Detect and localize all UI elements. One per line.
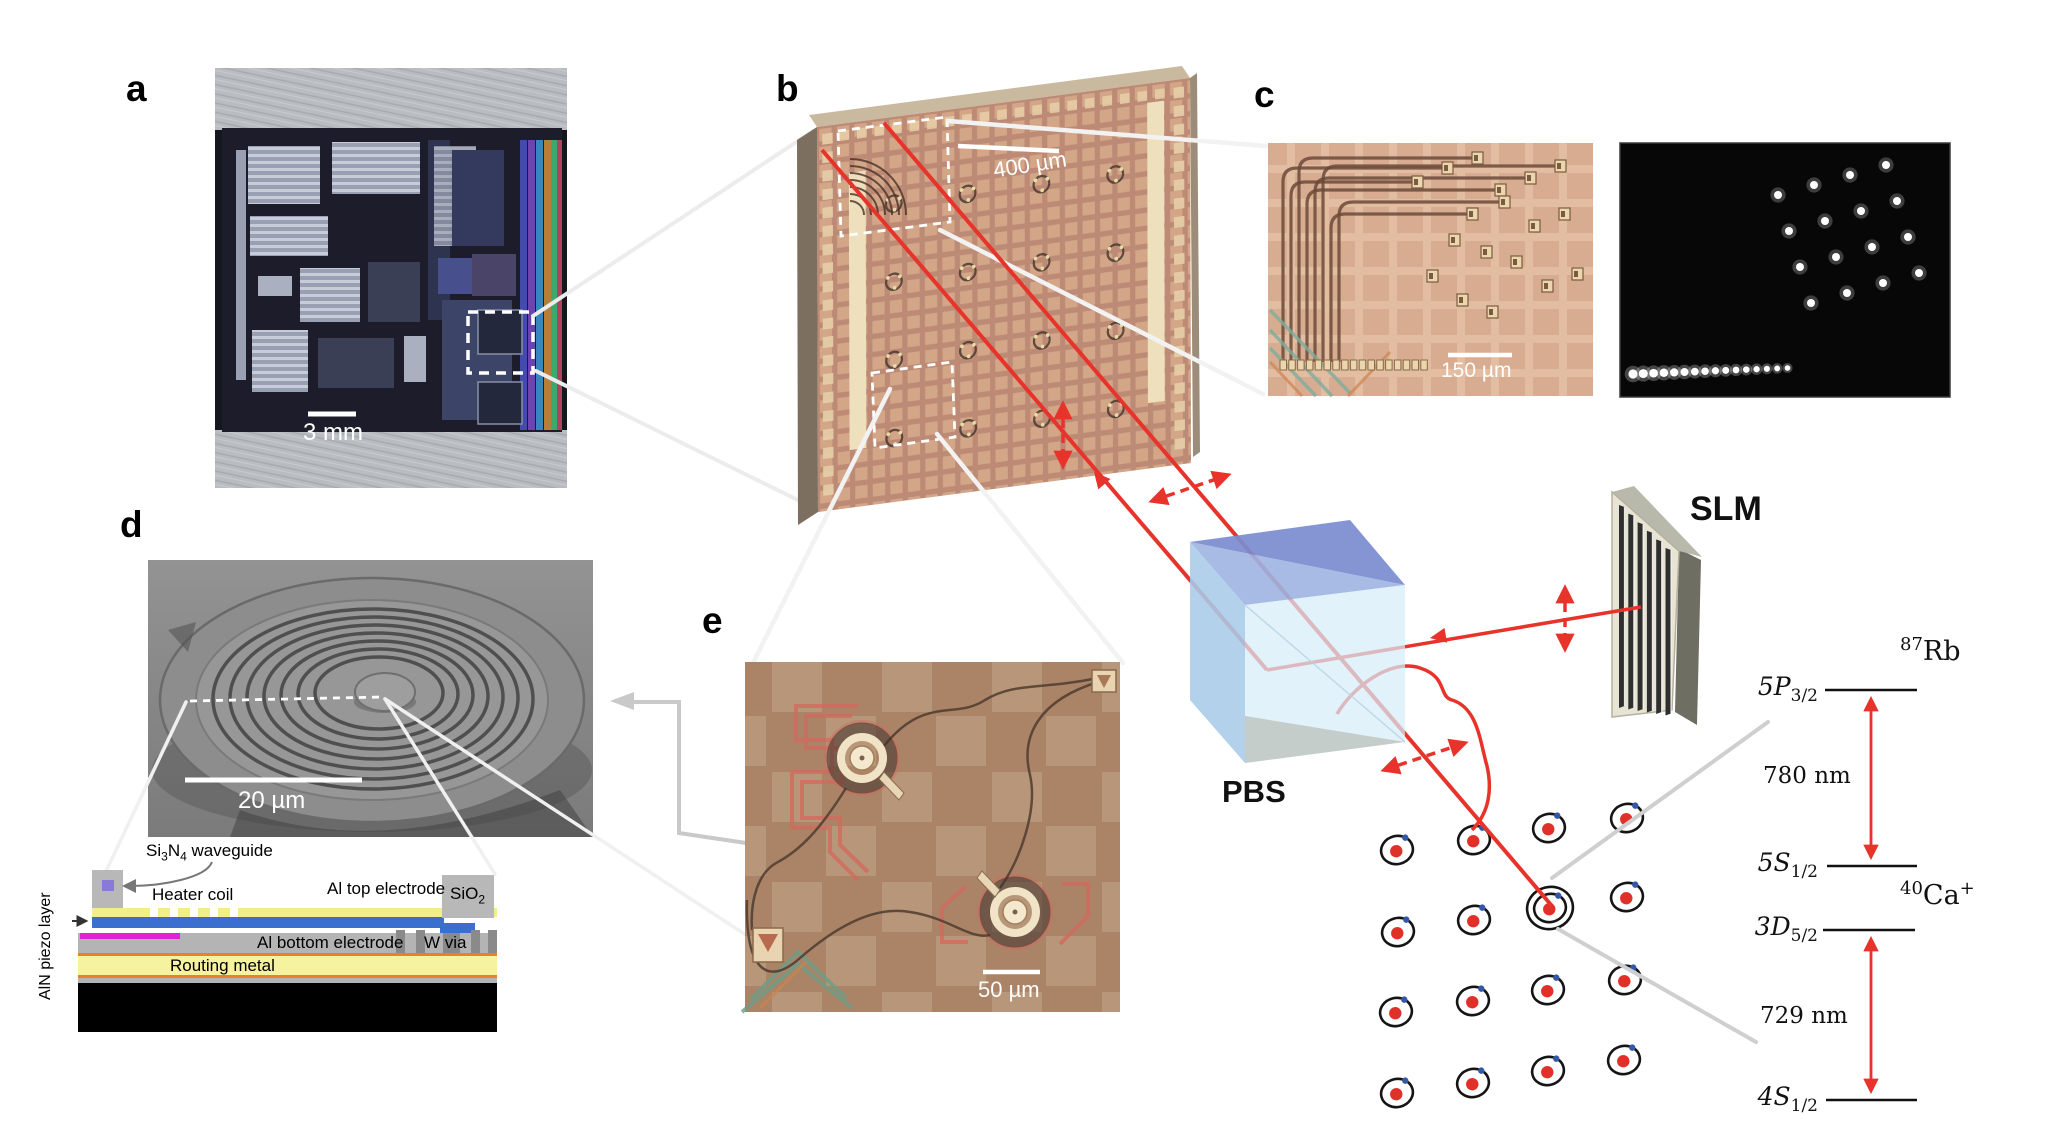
connector-sem-to-section (98, 697, 748, 937)
ring-resonator-2 (976, 870, 1051, 948)
orange-traces (1268, 350, 1392, 398)
heater-serpentine-traces (790, 704, 1090, 950)
chip-b-unit-cells (884, 165, 1125, 448)
sio2-block (442, 875, 494, 918)
rb-upper-level-label: 5P3/2 (1757, 672, 1818, 706)
w-via-label: W via (424, 933, 467, 952)
waveguides-e (745, 676, 1099, 973)
connector-atoms-to-levels (1550, 720, 1770, 1044)
panel-c-micrograph (1268, 143, 1593, 398)
edge-coupler-pads (1279, 359, 1428, 371)
atom (1455, 1067, 1491, 1099)
al-bottom-electrode-label: Al bottom electrode (257, 933, 404, 952)
pbs-label: PBS (1222, 774, 1286, 809)
energy-level-diagram (1823, 688, 1917, 1102)
atom (1456, 824, 1492, 856)
cross-section-schematic (72, 861, 497, 1032)
polarization-arrows (1053, 400, 1575, 775)
sio2-label: SiO2 (450, 884, 486, 907)
panel-a-label: a (126, 68, 147, 109)
ring-resonator-1 (826, 722, 905, 801)
level-lines (1823, 688, 1917, 1102)
ca-wavelength-label: 729 nm (1760, 1003, 1848, 1029)
grating-coupler-boxes (752, 669, 1117, 963)
beam-chip-to-atom (882, 121, 1554, 908)
scalebar-a-text: 3 mm (303, 419, 363, 446)
rb87-species-label: 87Rb (1900, 634, 1961, 667)
atom (1456, 904, 1492, 936)
panel-c-label: c (1254, 74, 1275, 115)
aln-piezo-layer-label: AlN piezo layer (37, 892, 54, 1000)
ca-lower-level-label: 4S1/2 (1757, 1082, 1818, 1116)
aln-piezo-layer (92, 917, 444, 928)
green-traces-e (740, 949, 854, 1014)
pbs-cube (1190, 520, 1406, 763)
atom (1531, 812, 1567, 844)
panel-a-chip-photo (215, 68, 567, 488)
scalebar-c-text: 150 µm (1441, 359, 1512, 382)
panel-b-scalebar (957, 143, 1060, 154)
connector-e-to-sem-bracket (610, 692, 747, 845)
atom (1530, 974, 1566, 1006)
ca-upper-level-label: 3D5/2 (1754, 912, 1818, 946)
atom-target (1525, 885, 1575, 931)
heater-coil-label: Heater coil (152, 885, 234, 904)
panel-d-sem (148, 560, 593, 837)
panel-d-label: d (120, 504, 143, 545)
al-top-electrode-label: Al top electrode (327, 879, 446, 898)
al-top-electrode-layer (92, 908, 497, 917)
panel-e-label: e (702, 600, 723, 641)
connector-b-to-c (937, 118, 1269, 397)
atom (1378, 996, 1414, 1028)
rb-wavelength-label: 780 nm (1763, 763, 1851, 789)
panel-c-fluorescence (1619, 142, 1951, 398)
rb-lower-level-label: 5S1/2 (1757, 848, 1818, 882)
panel-b-label: b (776, 68, 799, 109)
atom (1379, 1077, 1415, 1109)
slm-grating-slats (1619, 505, 1672, 716)
fluorescence-spots (1624, 157, 1927, 383)
atom (1455, 985, 1491, 1017)
sem-section-line (189, 695, 384, 703)
substrate (78, 983, 497, 1032)
scalebar-e-text: 50 µm (978, 977, 1040, 1002)
atom (1606, 1044, 1642, 1076)
chip-a-features (236, 140, 562, 430)
chip-b-zoom-box-coupler (836, 115, 952, 238)
al-bottom-electrode-layer (78, 933, 497, 953)
chip-b-zoom-box-cell (870, 360, 957, 450)
connector-b-to-e (750, 386, 1126, 666)
connector-a-to-b (531, 129, 818, 511)
si3n4-waveguide-label: Si3N4 waveguide (146, 841, 273, 864)
atom (1380, 916, 1416, 948)
magenta-layer (80, 933, 180, 939)
sem-spiral-grooves (211, 607, 535, 791)
si3n4-core (102, 880, 114, 891)
waveguide-traces (1281, 151, 1584, 362)
panel-a-zoom-box (466, 310, 535, 375)
slm-label: SLM (1690, 490, 1762, 528)
panel-e-micrograph (740, 662, 1120, 1014)
scalebar-d-text: 20 µm (238, 787, 306, 814)
atom (1609, 881, 1645, 913)
ca40-species-label: 40Ca+ (1900, 878, 1975, 911)
slm-device (1611, 486, 1702, 725)
routing-metal-label: Routing metal (170, 956, 275, 975)
atom (1530, 1055, 1566, 1087)
routing-metal-layer (78, 956, 497, 975)
atom (1379, 834, 1415, 866)
atom (1609, 802, 1645, 834)
